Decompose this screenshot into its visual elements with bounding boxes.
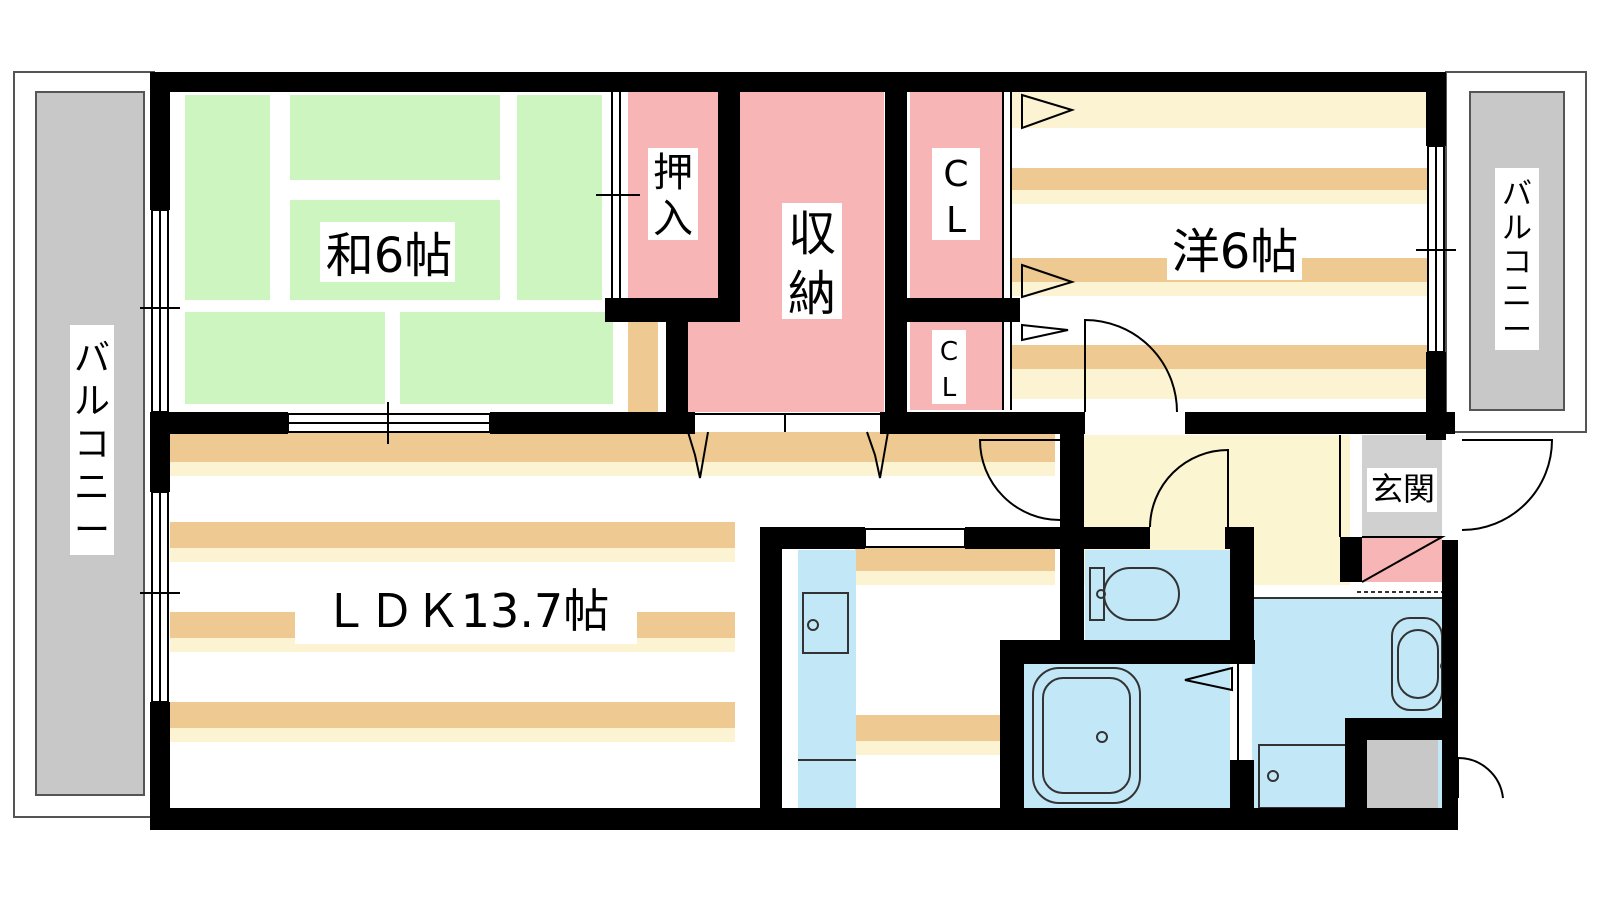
ldk-label: ＬＤＫ13.7帖 <box>323 584 609 638</box>
oshiire-label-top: 押 <box>653 150 693 196</box>
balcony-right-char: バ <box>1502 177 1532 212</box>
tick-marks <box>140 92 1456 760</box>
balcony-left <box>13 71 155 818</box>
yoshitsu-room <box>1012 92 1442 412</box>
cl-bottom-label-2: L <box>942 373 957 403</box>
balcony-right <box>1445 71 1587 433</box>
balcony-left-char: ル <box>74 381 110 422</box>
balcony-right-char: ル <box>1502 211 1532 246</box>
cl-top-label-1: C <box>943 154 968 195</box>
oshiire-label-bottom: 入 <box>653 196 693 242</box>
balcony-left-char: バ <box>74 338 110 379</box>
shuno-label-bottom: 納 <box>788 266 836 322</box>
cl-bottom-label-1: C <box>940 337 958 367</box>
shuno-label-top: 収 <box>788 206 836 262</box>
balcony-right-char: ー <box>1502 313 1532 348</box>
genkan-label: 玄関 <box>1371 470 1435 508</box>
yoshitsu-label: 洋6帖 <box>1172 224 1299 280</box>
cl-top-label-2: L <box>946 200 966 241</box>
walls <box>150 72 1458 830</box>
fixtures <box>798 567 1450 809</box>
ldk-room <box>170 430 1055 808</box>
balcony-right-char: ニ <box>1502 279 1532 314</box>
windows <box>151 145 1445 703</box>
room-labels: 和6帖 押 入 収 納 C L C L 洋6帖 ＬＤＫ13.7帖 玄関 バ ル … <box>74 150 1532 638</box>
washitsu-label: 和6帖 <box>326 228 453 284</box>
balcony-right-char: コ <box>1502 245 1532 280</box>
balcony-left-char: ニ <box>74 467 110 508</box>
storage-areas <box>628 92 1002 412</box>
washitsu-room <box>170 92 658 412</box>
doors <box>687 93 1554 799</box>
balcony-left-char: ー <box>74 510 110 551</box>
balcony-left-char: コ <box>74 424 110 465</box>
